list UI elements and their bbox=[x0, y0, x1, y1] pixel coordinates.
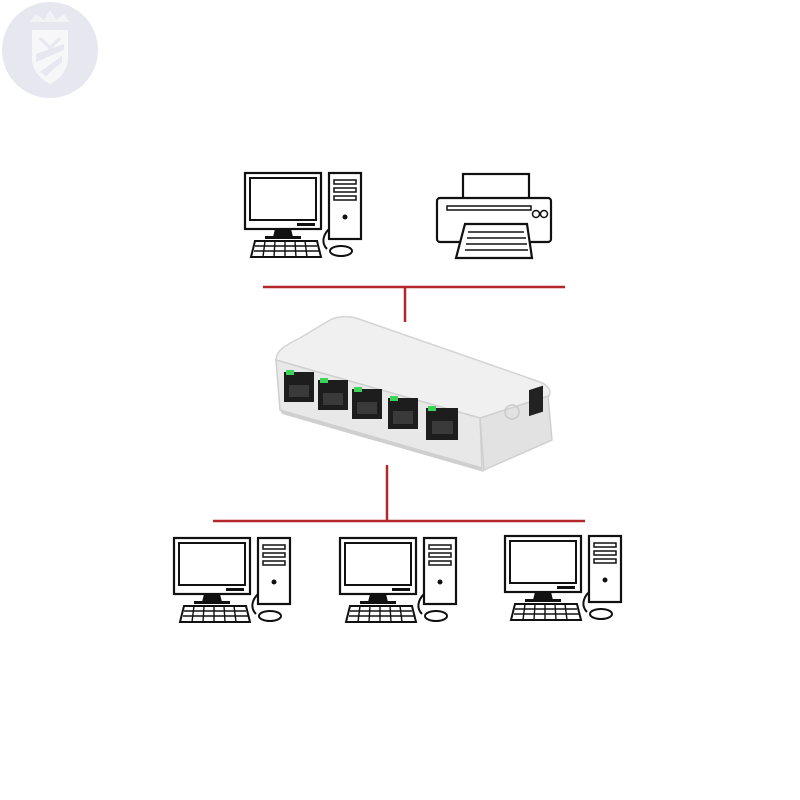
printer-icon bbox=[435, 172, 553, 260]
switch-port-1 bbox=[284, 370, 314, 402]
bottom-connection-line bbox=[213, 465, 585, 523]
switch-port-3 bbox=[352, 387, 382, 419]
switch-port-4 bbox=[388, 396, 418, 429]
bottom-desktop-computer-icon-2 bbox=[338, 536, 458, 624]
network-switch-icon bbox=[275, 315, 553, 472]
bottom-desktop-computer-icon-3 bbox=[503, 534, 623, 622]
switch-port-5 bbox=[426, 406, 458, 440]
top-desktop-computer-icon bbox=[243, 171, 363, 259]
switch-port-2 bbox=[318, 378, 348, 410]
crest-watermark-icon bbox=[2, 2, 98, 98]
bottom-desktop-computer-icon-1 bbox=[172, 536, 292, 624]
top-connection-line bbox=[263, 285, 565, 322]
